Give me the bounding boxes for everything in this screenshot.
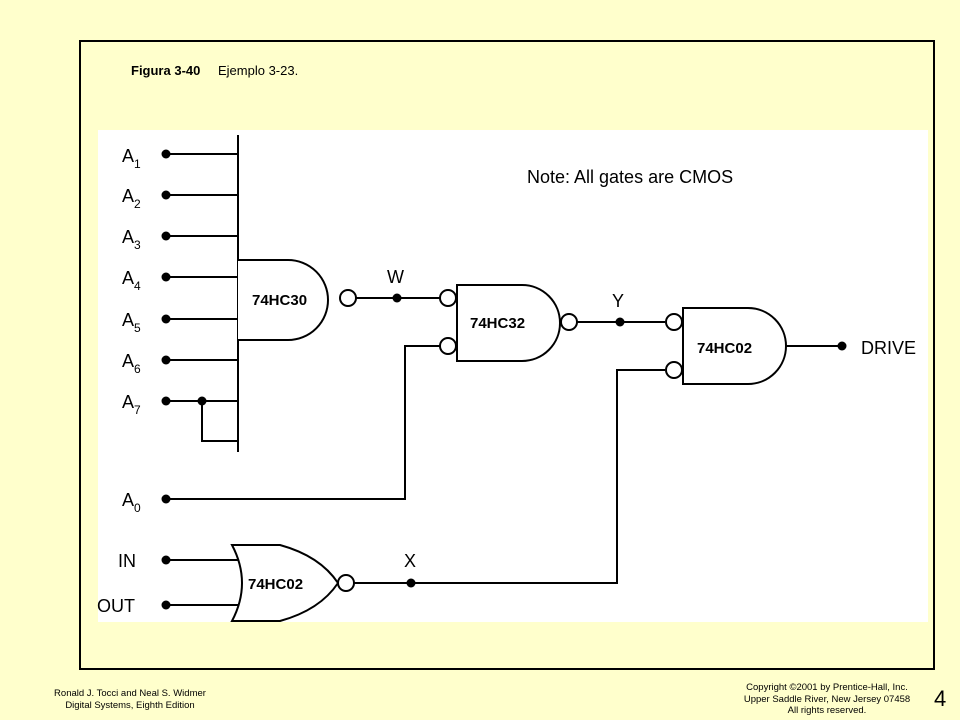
svg-text:A7: A7 [122,392,141,417]
gate-label: 74HC02 [248,576,303,593]
inversion-bubble [560,313,578,331]
input-terminal-dot [161,149,171,159]
svg-text:A4: A4 [122,268,141,293]
svg-text:A0: A0 [122,490,141,515]
gate-label: 74HC02 [697,340,752,357]
input-a7: A7 [122,392,238,442]
input-out: OUT [97,596,246,616]
gate-label: 74HC32 [470,315,525,332]
inversion-bubble [665,313,683,331]
input-terminal-dot [161,396,171,406]
figure-caption: Figura 3-40 Ejemplo 3-23. [131,63,298,78]
x-junction-dot [406,578,416,588]
footer-copyright: Copyright ©2001 by Prentice-Hall, Inc. U… [712,682,942,717]
gate-74hc32: 74HC32 [439,284,578,362]
svg-text:A5: A5 [122,310,141,335]
drive-label: DRIVE [861,338,916,358]
footer-rights-line: All rights reserved. [787,705,867,716]
input-a6: A6 [122,351,238,376]
input-a2: A2 [122,186,238,211]
input-in: IN [118,551,246,571]
signal-x-label: X [404,551,416,571]
svg-text:OUT: OUT [97,596,135,616]
svg-text:A2: A2 [122,186,141,211]
x-wire [354,369,665,584]
svg-text:A1: A1 [122,146,141,171]
nor-gate-74hc02-output: 74HC02 [665,307,787,385]
footer-book: Digital Systems, Eighth Edition [65,700,195,711]
svg-text:IN: IN [118,551,136,571]
figure-label: Figura 3-40 [131,63,201,78]
output-terminal-dot [837,341,847,351]
inversion-bubble [439,289,457,307]
page-number: 4 [934,686,947,711]
input-terminal-dot [161,272,171,282]
svg-text:A6: A6 [122,351,141,376]
inversion-bubble [339,289,357,307]
input-terminal-dot [161,231,171,241]
gate-label: 74HC30 [252,292,307,309]
a0-wire [166,345,440,500]
inversion-bubble [337,574,355,592]
input-terminal-dot [161,355,171,365]
input-terminal-dot [161,314,171,324]
footer-publisher-line: Upper Saddle River, New Jersey 07458 [743,693,911,705]
input-a5: A5 [122,310,238,335]
input-a4: A4 [122,268,238,293]
input-terminal-dot [161,190,171,200]
input-terminal-dot [161,555,171,565]
svg-text:A3: A3 [122,227,141,252]
figure-title: Ejemplo 3-23. [217,63,299,78]
footer-copyright-line: Copyright ©2001 by Prentice-Hall, Inc. [746,682,908,693]
nor-gate-74hc02-input: 74HC02 [230,544,355,622]
input-terminal-dot [161,494,171,504]
footer-author-credit: Ronald J. Tocci and Neal S. Widmer Digit… [30,688,230,712]
nand-gate-74hc30: 74HC30 [238,259,357,341]
w-junction-dot [392,293,402,303]
input-terminal-dot [161,600,171,610]
input-a1: A1 [122,146,238,171]
input-a3: A3 [122,227,238,252]
diagram-panel [98,130,928,622]
signal-y-label: Y [612,291,624,311]
cmos-note: Note: All gates are CMOS [527,167,733,187]
inversion-bubble [439,337,457,355]
inversion-bubble [665,361,683,379]
y-junction-dot [615,317,625,327]
footer-authors: Ronald J. Tocci and Neal S. Widmer [54,688,206,699]
input-a0: A0 [122,345,440,515]
a7-tie-wire [201,401,238,442]
signal-w-label: W [387,267,404,287]
a-input-group: A1 A2 A3 A4 A5 A6 A7 [122,146,238,442]
